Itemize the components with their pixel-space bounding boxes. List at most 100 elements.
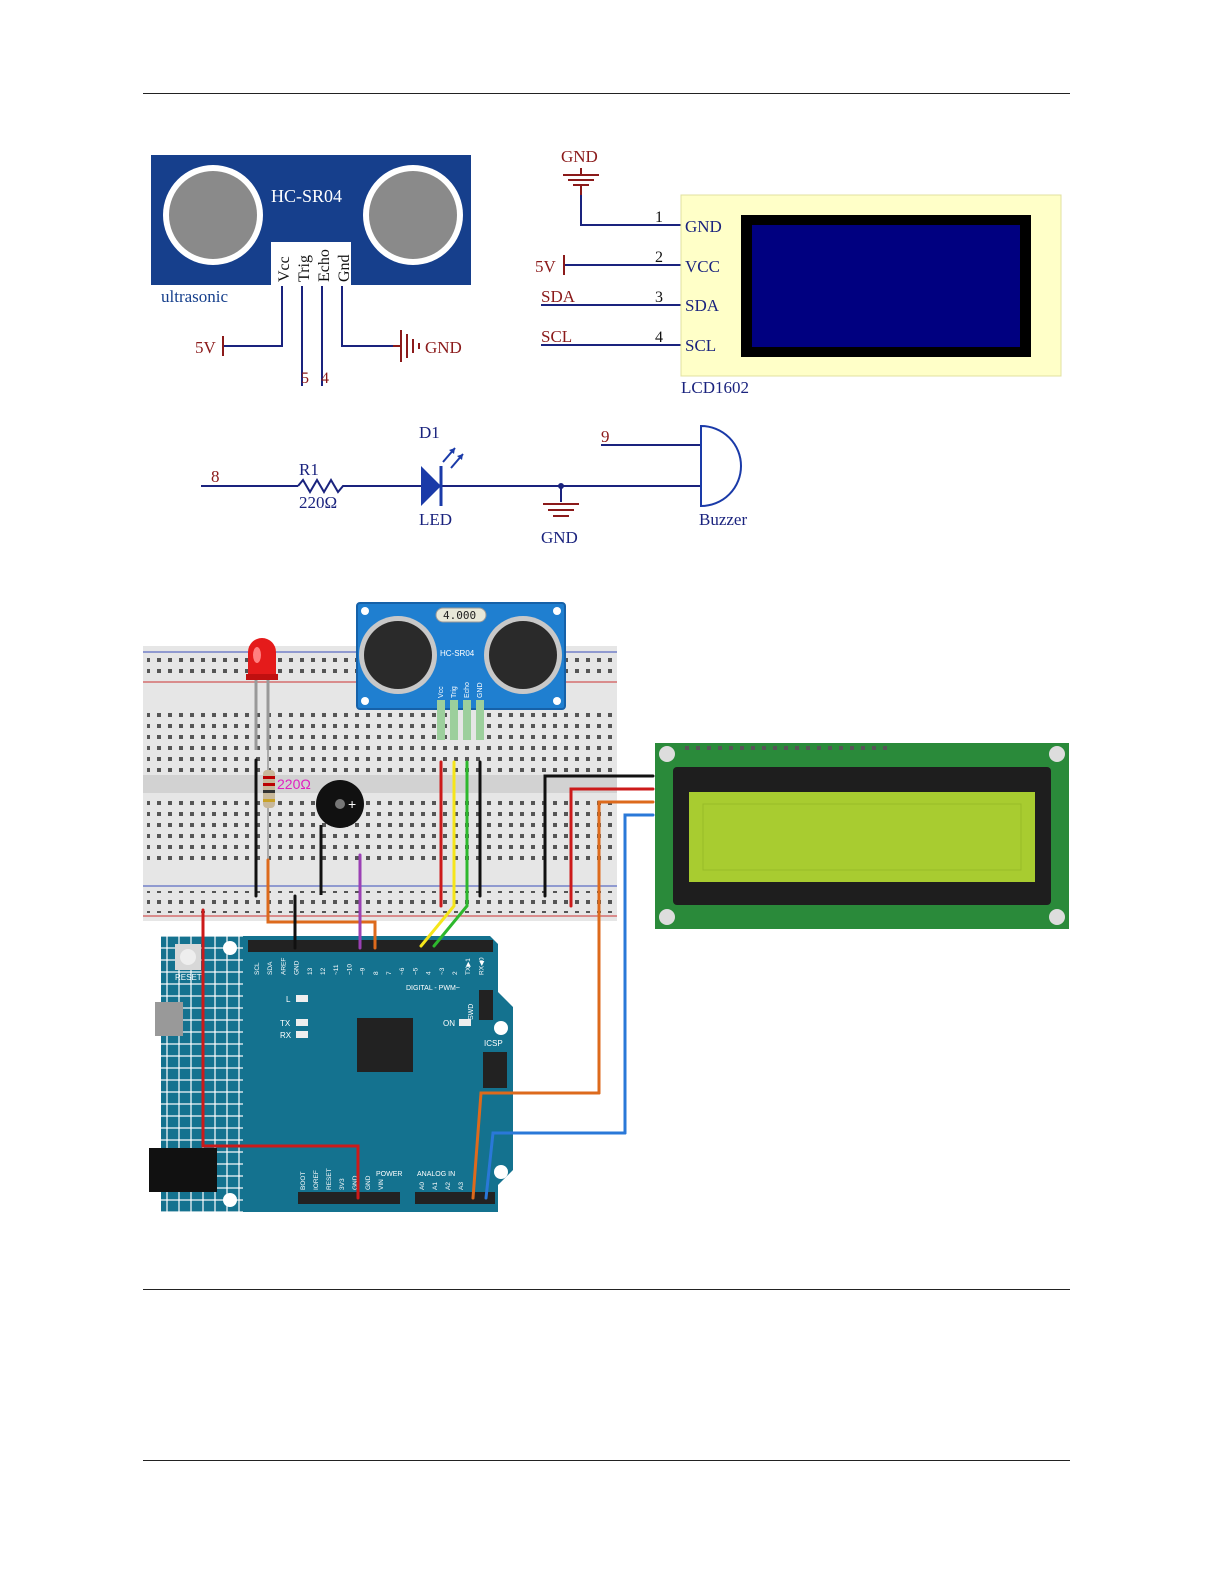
top-pin-label-7: ~10 — [346, 964, 353, 975]
lcd-module — [655, 743, 1069, 929]
power-pin-label-0: BOOT — [300, 1172, 307, 1190]
icsp-label: ICSP — [484, 1039, 503, 1048]
led-d1-icon — [421, 447, 464, 506]
junction-dot — [558, 483, 564, 489]
ultrasonic-caption: ultrasonic — [161, 287, 228, 306]
top-pin-label-2: AREF — [280, 958, 287, 975]
lcd-pin-4-name: SCL — [685, 336, 716, 355]
us-pin-trig: Trig — [296, 255, 313, 282]
top-pin-label-8: ~9 — [360, 967, 367, 975]
schematic-diagram: HC-SR04 Vcc Trig Echo Gnd ultrasonic 5V … — [151, 147, 1062, 547]
top-pin-label-14: ~3 — [439, 967, 446, 975]
sensor-crystal: 4.000 — [443, 609, 476, 622]
lcd-sda-net: SDA — [541, 287, 576, 306]
lcd-pin-4-number: 4 — [655, 329, 663, 346]
lcd-pin-3-number: 3 — [655, 289, 663, 306]
led-ref: D1 — [419, 423, 440, 442]
top-pin-labels: SCL SDA AREF GND 13 12 ~11 ~10 ~9 8 7 ~6 ~5 4 ~3 2 TX▶1 R… — [254, 957, 485, 975]
power-pin-label-6: VIN — [378, 1179, 385, 1190]
power-pin-label-1: IOREF — [313, 1170, 320, 1190]
svg-text:+: + — [348, 796, 356, 812]
lcd-wires — [541, 195, 681, 346]
tx-label: TX — [280, 1019, 291, 1028]
header-rule — [143, 93, 1070, 94]
analog-pin-label-0: A0 — [419, 1182, 426, 1190]
resistor-value-label: 220Ω — [277, 776, 311, 792]
power-pin-label-3: 3V3 — [339, 1178, 346, 1190]
ultrasonic-sensor: 4.000 HC-SR04 Vcc Trig Echo GND — [356, 602, 566, 740]
sensor-pin-trig: Trig — [451, 686, 458, 698]
led-label: LED — [419, 510, 452, 529]
analog-pin-label-3: A3 — [458, 1182, 465, 1190]
footer-rule-top — [143, 1289, 1070, 1290]
top-pin-label-5: 12 — [320, 967, 327, 975]
lcd-module: GND VCC SDA SCL — [680, 194, 1062, 377]
wiring-diagram: 220Ω + 4.000 HC-SR04 Vcc Trig Echo GND — [143, 602, 1069, 1212]
ultrasonic-module: HC-SR04 Vcc Trig Echo Gnd ultrasonic — [151, 155, 471, 306]
sensor-pin-gnd: GND — [477, 682, 484, 698]
us-ground-icon — [393, 330, 420, 362]
top-pin-label-9: 8 — [373, 971, 380, 975]
resistor-icon — [263, 750, 275, 860]
top-pin-label-0: SCL — [254, 962, 261, 975]
lcd-pin-1-number: 1 — [655, 209, 663, 226]
wires — [201, 758, 655, 1200]
power-label: POWER — [376, 1171, 402, 1178]
top-pin-label-6: ~11 — [333, 964, 340, 975]
on-label: ON — [443, 1019, 455, 1028]
power-pin-labels: BOOT IOREF RESET 3V3 GND GND VIN — [300, 1168, 385, 1190]
digital-label: DIGITAL - PWM~ — [406, 985, 460, 992]
lcd-top-gnd-label: GND — [561, 147, 598, 166]
top-pin-label-1: SDA — [267, 961, 274, 975]
top-pin-label-10: 7 — [386, 971, 393, 975]
power-pin-label-5: GND — [365, 1175, 372, 1190]
buzzer-icon: + — [316, 780, 364, 895]
buzzer-icon — [700, 424, 742, 508]
resistor-r1-icon — [297, 478, 348, 494]
ultrasonic-wires — [223, 286, 393, 386]
lcd-scl-net: SCL — [541, 327, 572, 346]
top-pin-label-15: 2 — [452, 971, 459, 975]
analog-label: ANALOG IN — [417, 1171, 455, 1178]
reset-label: RESET — [175, 973, 202, 982]
top-pin-label-17: RX◀0 — [478, 957, 485, 975]
lcd-pin-2-name: VCC — [685, 257, 720, 276]
ultrasonic-name: HC-SR04 — [271, 186, 342, 206]
lcd-pin-1-name: GND — [685, 217, 722, 236]
us-pin-echo: Echo — [316, 249, 333, 282]
sensor-pin-vcc: Vcc — [438, 686, 445, 698]
us-pin-gnd: Gnd — [336, 254, 353, 282]
red-led-icon — [246, 638, 278, 750]
sensor-name: HC-SR04 — [440, 649, 475, 658]
sensor-pin-echo: Echo — [464, 682, 471, 698]
us-pin-vcc: Vcc — [276, 256, 293, 282]
top-pin-label-13: 4 — [426, 971, 433, 975]
buzzer-label: Buzzer — [699, 510, 747, 529]
lcd-5v-label: 5V — [535, 257, 557, 276]
power-pin-label-4: GND — [352, 1175, 359, 1190]
lcd-ground-icon — [563, 168, 599, 195]
top-pin-label-12: ~5 — [412, 967, 419, 975]
top-pin-label-16: TX▶1 — [465, 958, 472, 975]
lcd-pin-2-number: 2 — [655, 249, 663, 266]
us-5v-label: 5V — [195, 338, 217, 357]
analog-pin-labels: A0 A1 A2 A3 — [419, 1182, 465, 1190]
footer-rule-bottom — [143, 1460, 1070, 1461]
top-pin-label-4: 13 — [307, 967, 314, 975]
swd-label: SWD — [468, 1004, 475, 1020]
led-gnd-label: GND — [541, 528, 578, 547]
led-pin-in: 8 — [211, 467, 220, 486]
lcd-pin-3-name: SDA — [685, 296, 720, 315]
analog-pin-label-1: A1 — [432, 1182, 439, 1190]
led-ground-icon — [543, 503, 579, 517]
power-pin-label-2: RESET — [326, 1168, 333, 1190]
top-pin-label-11: ~6 — [399, 967, 406, 975]
us-gnd-label: GND — [425, 338, 462, 357]
us-trig-pin-number: 5 — [301, 370, 309, 387]
analog-pin-label-2: A2 — [445, 1182, 452, 1190]
buzzer-pin: 9 — [601, 427, 610, 446]
l-led-label: L — [286, 995, 291, 1004]
resistor-ref: R1 — [299, 460, 319, 479]
top-pin-label-3: GND — [294, 960, 301, 975]
rx-label: RX — [280, 1031, 292, 1040]
